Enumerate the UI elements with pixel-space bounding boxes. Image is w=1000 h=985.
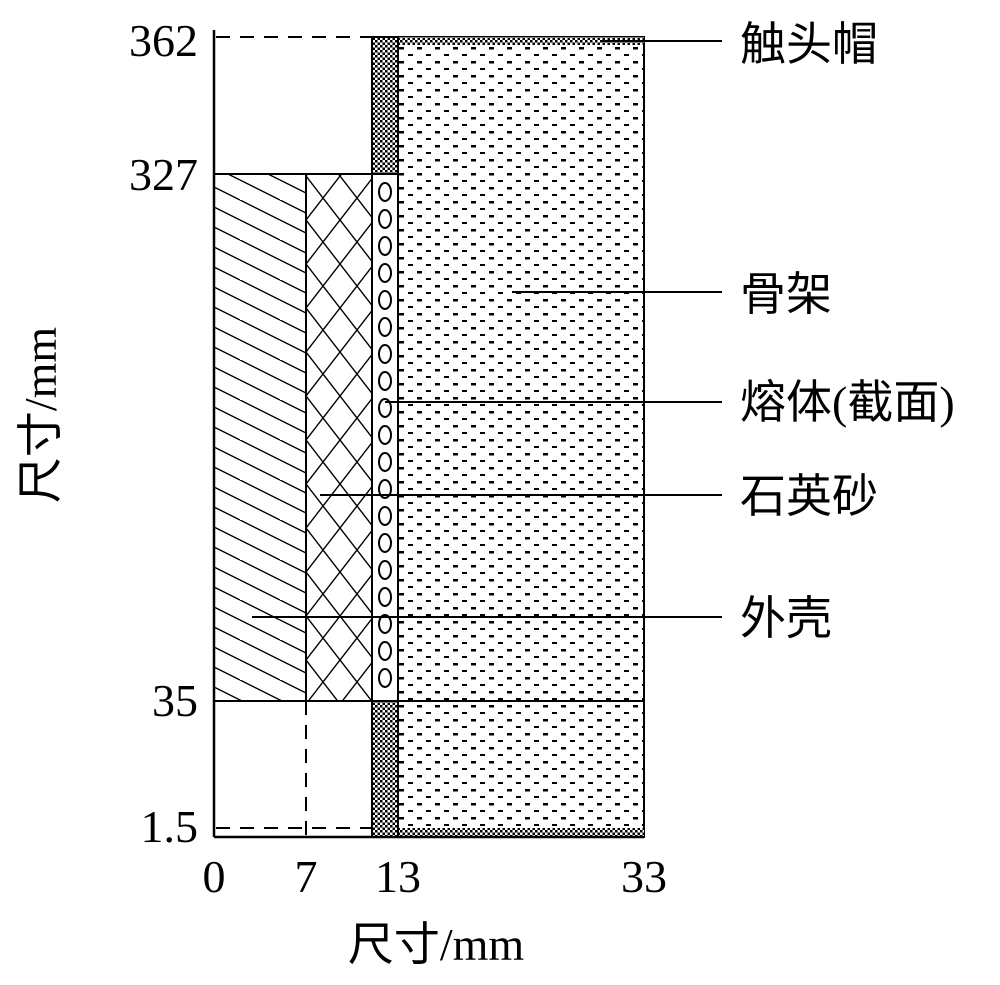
melt-oval [378, 614, 392, 634]
melt-oval [378, 263, 392, 283]
shell-region [213, 173, 307, 702]
melt-oval [378, 182, 392, 202]
quartz-sand-region [305, 173, 373, 702]
contact-cap-bottom-left [371, 700, 399, 838]
melt-oval [378, 587, 392, 607]
x-tick-0: 0 [203, 851, 226, 902]
melt-oval [378, 290, 392, 310]
contact-cap-top [372, 37, 644, 45]
melt-section-ovals [378, 182, 392, 688]
melt-oval [378, 344, 392, 364]
label-skeleton: 骨架 [740, 269, 832, 320]
melt-oval [378, 317, 392, 337]
melt-oval [378, 371, 392, 391]
y-tick-35: 35 [152, 675, 198, 726]
melt-oval [378, 479, 392, 499]
label-shell: 外壳 [740, 593, 832, 644]
melt-oval [378, 425, 392, 445]
contact-cap-bottom [372, 828, 644, 837]
x-tick-33: 33 [621, 851, 667, 902]
y-tick-362: 362 [129, 15, 198, 66]
label-melt-section: 熔体(截面) [740, 377, 955, 428]
label-contact-cap: 触头帽 [740, 19, 878, 70]
melt-oval [378, 452, 392, 472]
contact-cap-top-left [371, 36, 399, 175]
label-quartz-sand: 石英砂 [740, 471, 878, 522]
melt-oval [378, 506, 392, 526]
melt-oval [378, 641, 392, 661]
x-tick-13: 13 [375, 851, 421, 902]
x-axis-title: 尺寸/mm [348, 919, 525, 970]
melt-oval [378, 398, 392, 418]
melt-oval [378, 560, 392, 580]
melt-oval [378, 668, 392, 688]
y-tick-327: 327 [129, 149, 198, 200]
melt-oval [378, 533, 392, 553]
x-tick-7: 7 [295, 851, 318, 902]
melt-oval [378, 236, 392, 256]
melt-oval [378, 209, 392, 229]
y-tick-1-5: 1.5 [141, 801, 199, 852]
skeleton-region [397, 36, 645, 838]
y-axis-title: 尺寸/mm [15, 327, 66, 504]
